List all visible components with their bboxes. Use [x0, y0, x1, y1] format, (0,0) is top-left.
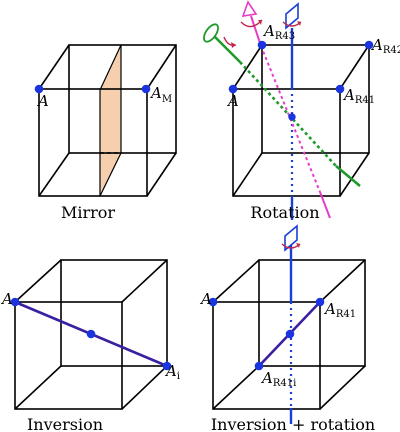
center-point — [285, 329, 295, 339]
center-point — [288, 113, 296, 121]
label-ai: Ai — [164, 362, 180, 382]
mirror-plane — [99, 44, 122, 197]
label-a: A — [36, 92, 49, 110]
inversion-panel: A Ai Inversion — [0, 259, 180, 432]
c4-axis — [281, 224, 301, 424]
mirror-cube — [38, 44, 177, 197]
label-ar42: AR42 — [370, 36, 400, 56]
c4-square-icon — [284, 224, 298, 252]
c4-square-icon — [285, 2, 299, 30]
c3-triangle-icon — [241, 0, 258, 17]
caption-inversion: Inversion — [27, 415, 103, 432]
rotation-panel: AR43 AR42 A AR41 Rotation — [203, 0, 400, 222]
label-ar41i: AR41i — [260, 369, 296, 389]
rotation-cube — [232, 44, 370, 197]
label-ar41: AR41 — [323, 300, 356, 320]
label-a: A — [226, 92, 239, 110]
point-a — [34, 84, 44, 94]
inversion-rotation-cube — [212, 259, 366, 410]
center-point — [86, 329, 96, 339]
label-ar43: AR43 — [262, 22, 295, 42]
point-ar41 — [335, 84, 345, 94]
point-ar43 — [257, 40, 267, 50]
mirror-panel: A AM Mirror — [34, 44, 177, 222]
label-am: AM — [149, 84, 172, 105]
point-a — [208, 297, 218, 307]
inversion-cube — [14, 259, 168, 410]
point-ar42 — [364, 40, 374, 50]
inversion-rotation-panel: A AR41 AR41i Inversion + rotation — [199, 224, 375, 432]
c4-axis — [282, 2, 302, 220]
label-ar41: AR41 — [342, 86, 375, 106]
point-a — [228, 84, 238, 94]
caption-mirror: Mirror — [61, 203, 115, 222]
label-a: A — [0, 290, 13, 308]
caption-rotation: Rotation — [250, 203, 319, 222]
c2-axis — [203, 23, 361, 187]
point-a — [10, 297, 20, 307]
point-ar41i — [254, 361, 264, 371]
point-ar41 — [315, 297, 325, 307]
c2-ellipse-icon — [203, 23, 219, 43]
label-a: A — [199, 290, 212, 308]
caption-inversion-rotation: Inversion + rotation — [211, 415, 375, 432]
point-ai — [162, 361, 172, 371]
point-am — [141, 84, 151, 94]
